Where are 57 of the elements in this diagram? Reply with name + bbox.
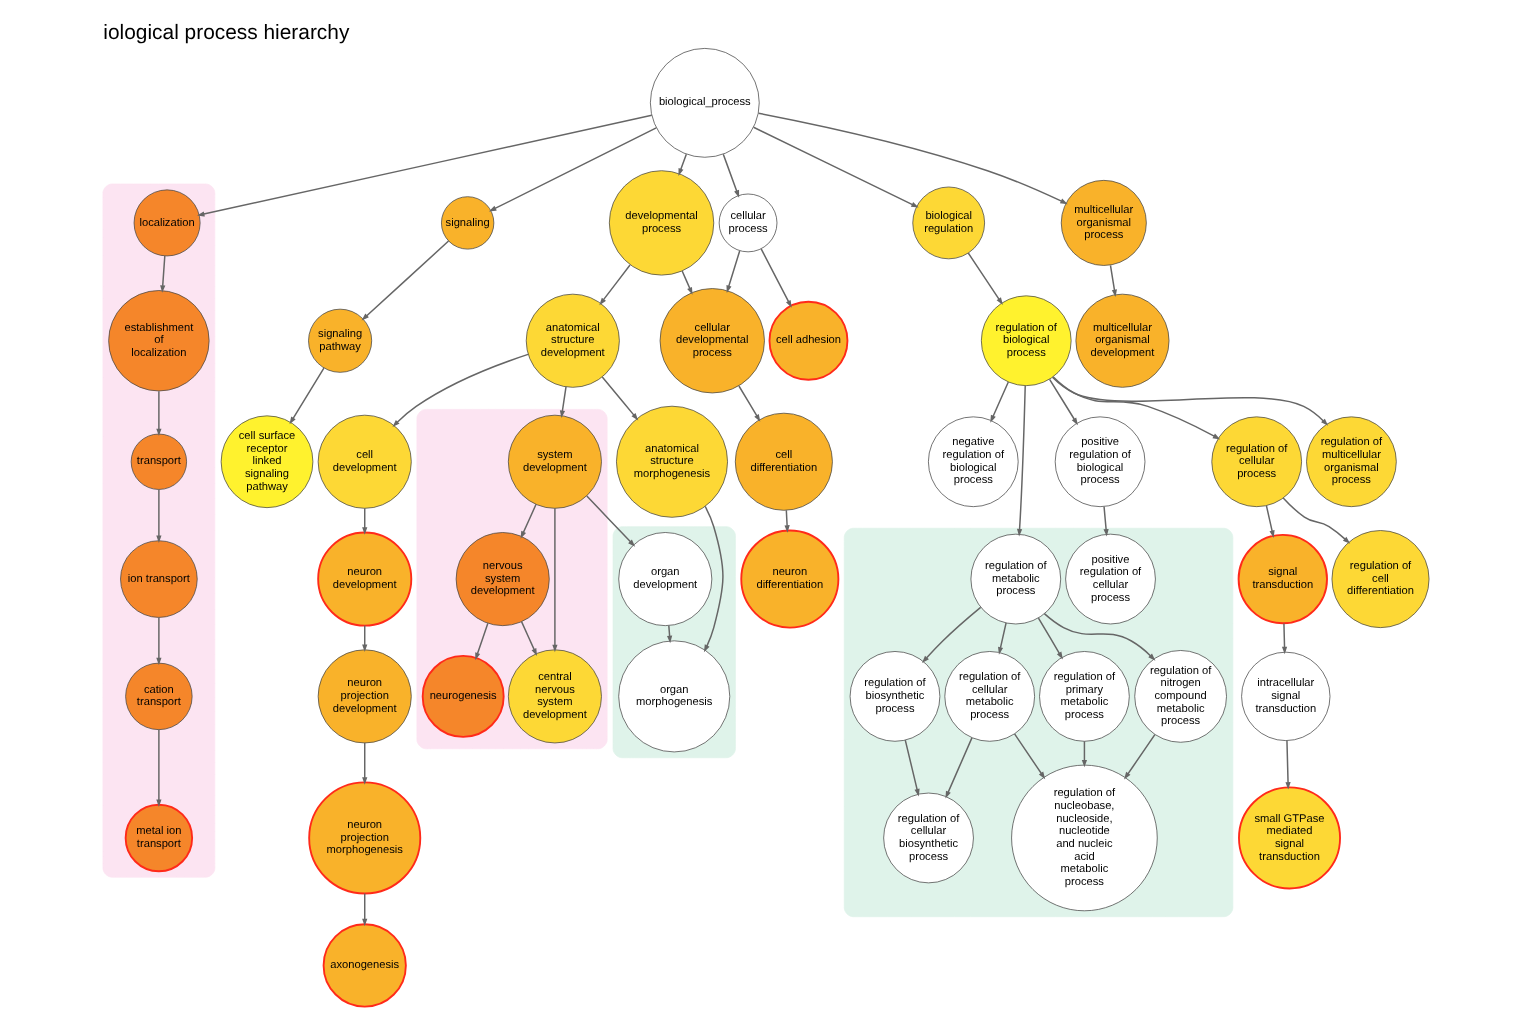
arrow <box>586 495 636 547</box>
arrow <box>667 624 673 644</box>
arrow <box>362 624 368 653</box>
arrow <box>362 892 368 927</box>
arrow <box>361 240 450 321</box>
arrow <box>760 248 792 308</box>
arrow <box>1016 385 1026 537</box>
arrow <box>156 728 162 807</box>
arrow <box>752 126 919 208</box>
arrow <box>904 739 920 797</box>
arrow <box>722 153 740 198</box>
arrow <box>1285 739 1291 790</box>
arrow <box>726 250 741 293</box>
arrow <box>552 507 558 653</box>
arrow <box>197 114 653 217</box>
arrow <box>1103 505 1109 537</box>
arrow <box>289 367 325 425</box>
arrow <box>703 505 724 653</box>
arrow <box>998 622 1007 655</box>
arrow <box>757 112 1068 205</box>
arrow <box>1265 504 1275 538</box>
arrow <box>681 270 693 295</box>
cluster <box>612 526 736 759</box>
arrow <box>784 509 790 533</box>
diagram-title: iological process hierarchy <box>103 23 350 45</box>
cluster <box>102 183 216 878</box>
arrow <box>520 503 537 539</box>
arrow <box>156 488 162 544</box>
arrow <box>1037 617 1063 660</box>
arrow <box>678 153 688 176</box>
arrow <box>599 264 631 306</box>
arrow <box>1081 740 1088 768</box>
arrow <box>160 255 166 293</box>
arrow <box>601 376 639 421</box>
arrow <box>392 353 529 428</box>
arrow <box>559 385 567 418</box>
arrow <box>1043 612 1156 661</box>
arrow <box>738 385 761 422</box>
arrow <box>967 252 1003 305</box>
arrow <box>1281 622 1288 655</box>
arrow <box>362 742 368 785</box>
arrow <box>990 381 1010 423</box>
arrow <box>520 620 538 656</box>
arrow <box>488 127 657 212</box>
arrow <box>1051 376 1329 426</box>
arrow <box>362 507 368 535</box>
arrow <box>156 616 162 666</box>
arrow <box>1013 733 1046 780</box>
arrow <box>475 622 489 661</box>
arrow <box>921 606 982 664</box>
arrow <box>945 736 973 799</box>
arrow <box>156 390 162 437</box>
arrow <box>1052 376 1221 440</box>
arrow <box>1109 264 1117 298</box>
arrow <box>1282 497 1351 544</box>
arrow <box>1048 378 1078 426</box>
arrow <box>1124 733 1156 780</box>
